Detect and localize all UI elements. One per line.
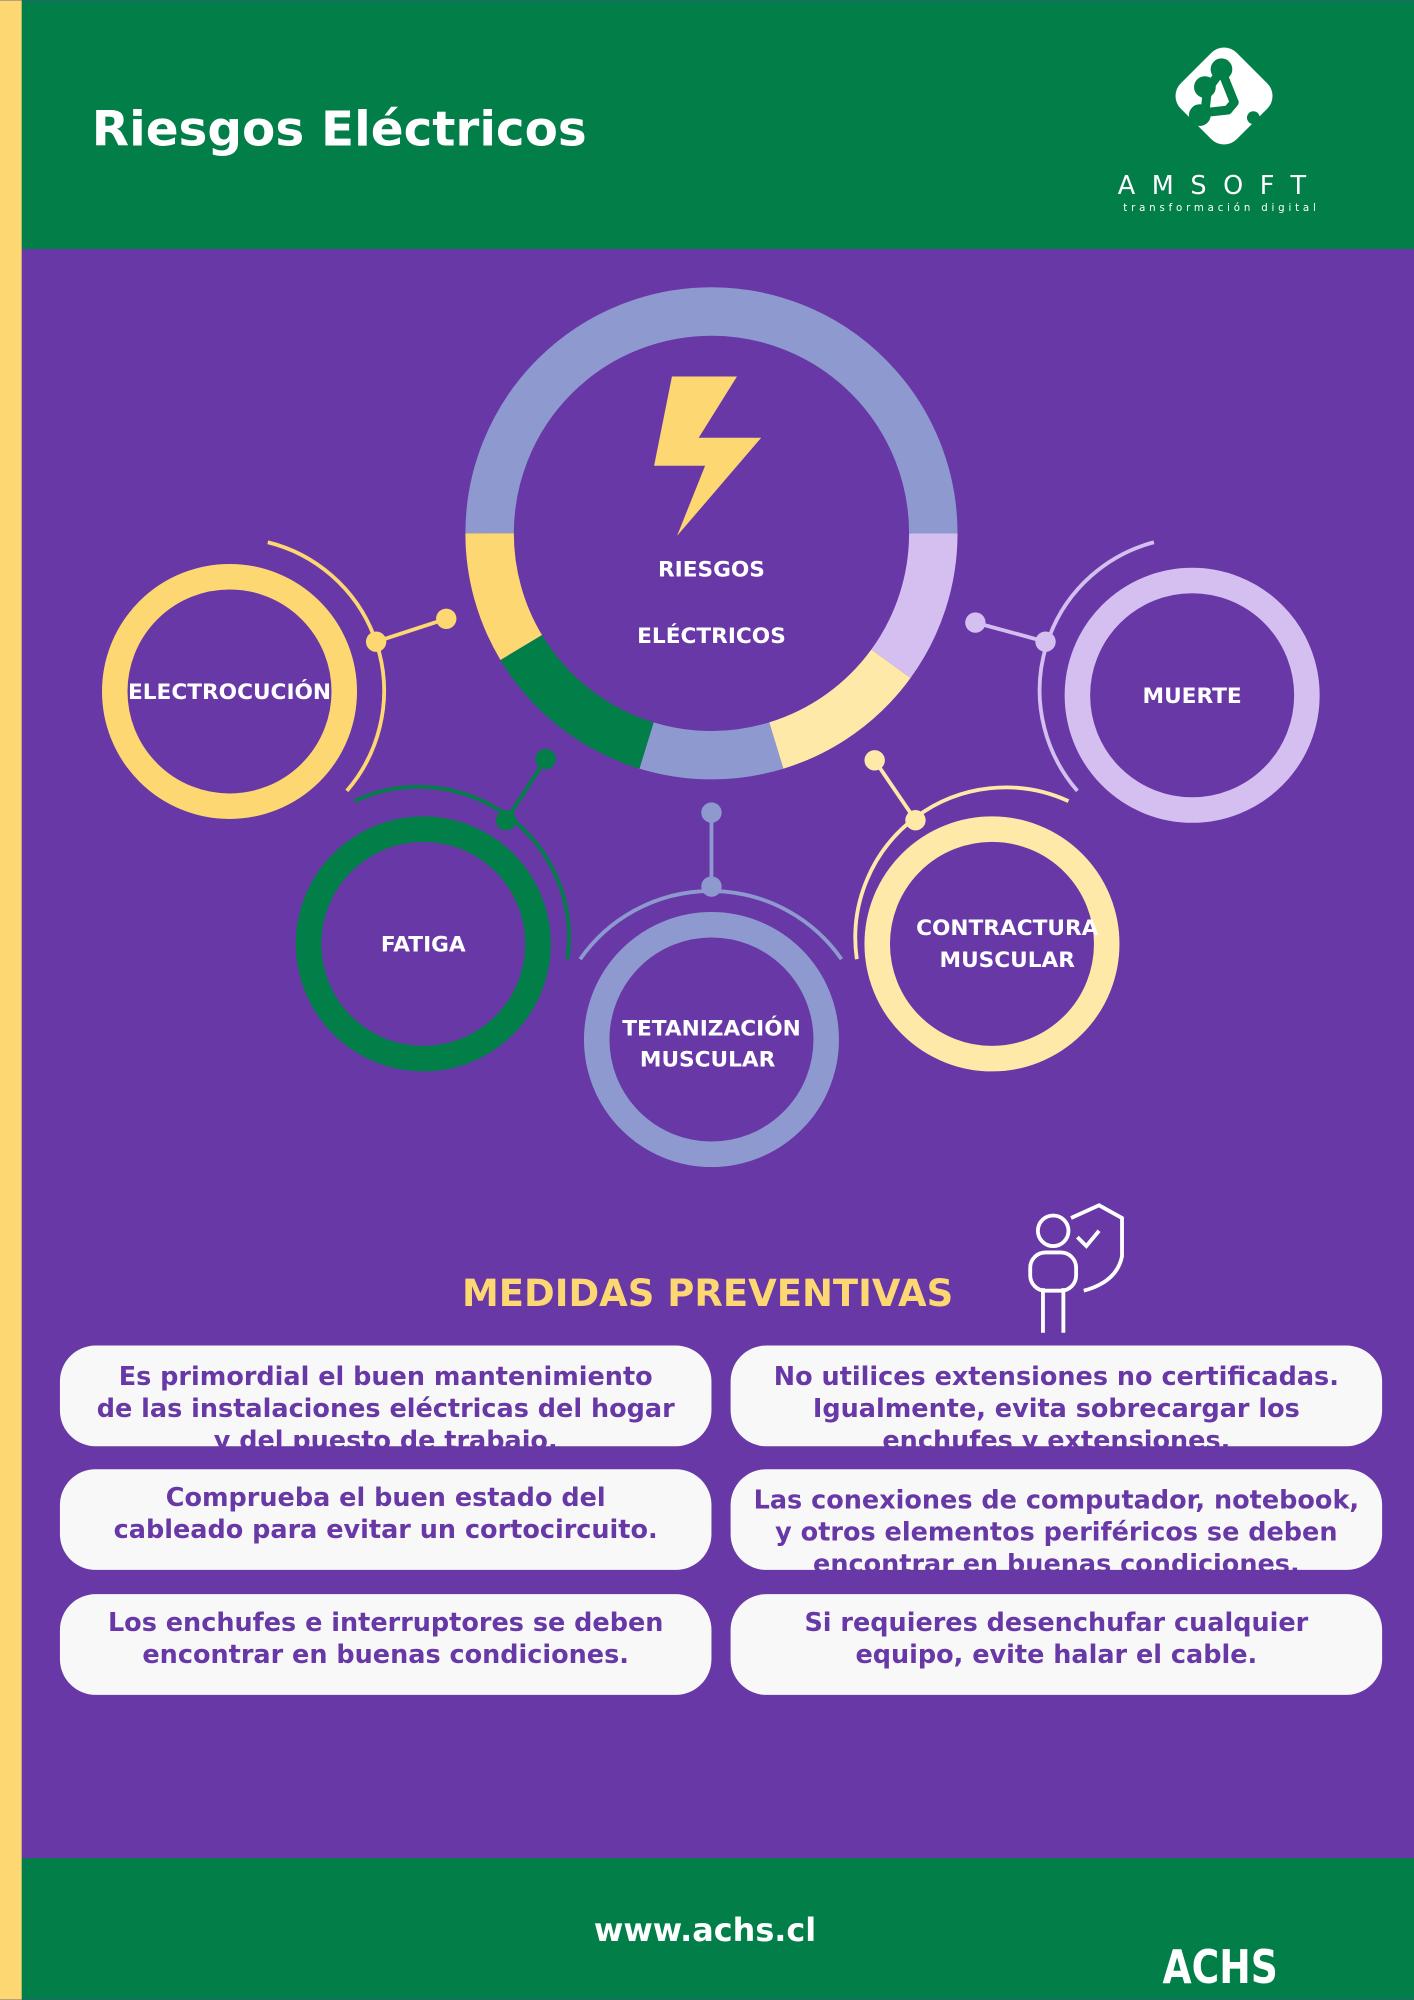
risk-electrocucion: ELECTROCUCIÓN	[102, 563, 358, 819]
card-background	[59, 1345, 712, 1447]
card-background	[59, 1594, 712, 1695]
card-text-line: No utilices extensiones no certificadas.	[774, 1362, 1339, 1392]
card-text-line: y del puesto de trabajo.	[214, 1426, 558, 1456]
side-stripe	[0, 0, 22, 2000]
card-text-line: cableado para evitar un cortocircuito.	[114, 1515, 658, 1545]
card-background	[59, 1469, 712, 1570]
card-text-line: Comprueba el buen estado del	[166, 1483, 606, 1513]
footer-band	[0, 1858, 1414, 2000]
card-text-line: encontrar en buenas condiciones.	[142, 1640, 629, 1670]
measures-title: MEDIDAS PREVENTIVAS	[462, 1272, 953, 1315]
logo-brand: AMSOFT	[1118, 171, 1323, 201]
risk-label: ELECTROCUCIÓN	[128, 679, 331, 705]
footer-url[interactable]: www.achs.cl	[594, 1911, 816, 1949]
central-ring	[465, 287, 958, 780]
card-text-line: encontrar en buenas condiciones.	[813, 1549, 1300, 1579]
person-shield-icon	[1028, 1203, 1124, 1333]
card-text-line: Igualmente, evita sobrecargar los	[813, 1394, 1300, 1424]
risk-label: MUSCULAR	[640, 1047, 776, 1072]
logo-tagline: transformación digital	[1123, 202, 1319, 214]
measure-card: No utilices extensiones no certificadas.…	[730, 1345, 1383, 1456]
risk-fatiga: FATIGA	[295, 816, 551, 1072]
card-text-line: enchufes y extensiones.	[882, 1426, 1230, 1456]
amsoft-logo: AMSOFT transformación digital	[1118, 47, 1323, 214]
risk-label: FATIGA	[381, 933, 466, 958]
card-background	[730, 1345, 1383, 1447]
risk-label: MUSCULAR	[940, 948, 1076, 973]
risk-contractura: CONTRACTURA MUSCULAR	[864, 816, 1120, 1072]
measure-card: Los enchufes e interruptores se debenenc…	[59, 1594, 712, 1695]
card-text-line: y otros elementos periféricos se deben	[775, 1518, 1337, 1548]
measure-card: Las conexiones de computador, notebook,y…	[730, 1469, 1383, 1579]
risk-label: TETANIZACIÓN	[622, 1016, 801, 1042]
card-text-line: Los enchufes e interruptores se deben	[108, 1608, 663, 1638]
ring-segment-lavender	[465, 287, 958, 780]
center-title-line2: ELÉCTRICOS	[637, 623, 786, 649]
ring-segment-yellow	[465, 287, 958, 780]
card-text-line: equipo, evite halar el cable.	[855, 1640, 1257, 1670]
header-band	[0, 0, 1414, 250]
card-text-line: Las conexiones de computador, notebook,	[754, 1486, 1360, 1516]
card-background	[730, 1469, 1383, 1570]
risk-muerte: MUERTE	[1064, 567, 1320, 823]
card-text-line: de las instalaciones eléctricas del hoga…	[97, 1394, 675, 1424]
measure-card: Si requieres desenchufar cualquierequipo…	[730, 1594, 1383, 1695]
center-title-line1: RIESGOS	[658, 558, 765, 583]
achs-logo: ACHS	[1163, 1940, 1278, 1994]
card-text-line: Es primordial el buen mantenimiento	[119, 1362, 653, 1392]
page-title: Riesgos Eléctricos	[92, 102, 587, 158]
risk-label: CONTRACTURA	[916, 916, 1099, 941]
connectors	[267, 540, 1155, 961]
lightning-bolt-icon	[654, 376, 762, 536]
card-text-line: Si requieres desenchufar cualquier	[804, 1608, 1308, 1638]
risk-tetanizacion: TETANIZACIÓN MUSCULAR	[583, 912, 839, 1168]
card-background	[730, 1594, 1383, 1695]
risk-label: MUERTE	[1143, 684, 1242, 709]
ring-segment-bottom	[465, 287, 958, 780]
